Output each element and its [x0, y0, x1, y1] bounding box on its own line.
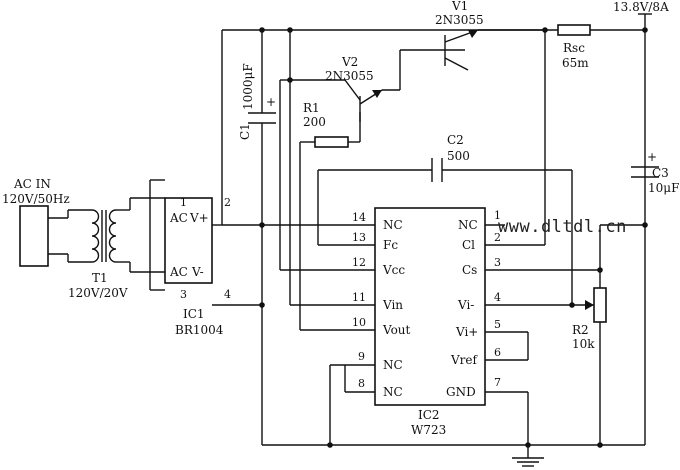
transformer-rating: 120V/20V	[68, 286, 128, 300]
transistor-v1: V1 2N3055	[435, 0, 484, 71]
ic2-pin-11-num: 11	[352, 291, 366, 304]
ic2-pin-2-name: Cl	[462, 238, 475, 252]
v1-ref: V1	[451, 0, 468, 13]
ic2-pin-8-num: 8	[358, 377, 365, 390]
r1-value: 200	[303, 115, 326, 129]
v1-part: 2N3055	[435, 13, 484, 27]
resistor-r1: R1 200	[303, 101, 349, 148]
ic2-ref: IC2	[418, 408, 440, 422]
c1-ref: C1	[238, 123, 252, 140]
output-rating: 13.8V/8A	[613, 0, 669, 14]
ic2-pin-7-name: GND	[446, 385, 476, 399]
ic2-pin-12-num: 12	[352, 256, 366, 269]
bridge-pin-vminus-label: V-	[191, 265, 204, 279]
ic2-part: W723	[411, 423, 446, 437]
rsc-ref: Rsc	[563, 41, 585, 55]
capacitor-c1: + C1 1000μF	[238, 63, 276, 140]
ac-input-label: AC IN	[13, 177, 51, 191]
ic2-pin-11-name: Vin	[382, 298, 403, 312]
r2-value: 10k	[572, 337, 595, 351]
ic2-pin-5-num: 5	[494, 318, 501, 331]
ic2-pin-10-num: 10	[352, 316, 366, 329]
ic2-pin-4-num: 4	[494, 291, 501, 304]
rsc-value: 65m	[562, 56, 589, 70]
bridge-part: BR1004	[175, 323, 224, 337]
ac-input-plug: AC IN 120V/50Hz	[2, 177, 92, 267]
c2-value: 500	[447, 149, 470, 163]
transformer-t1: T1 120V/20V	[68, 197, 165, 300]
ic2-pin-4-name: Vi-	[457, 298, 474, 312]
transistor-v2: V2 2N3055	[325, 55, 383, 122]
capacitor-c2: C2 500	[431, 133, 470, 182]
ic2-pin-14-num: 14	[352, 211, 366, 224]
bridge-pin-2: 2	[224, 196, 231, 209]
wiring	[212, 13, 652, 458]
ic2-pin-2-num: 2	[494, 231, 501, 244]
ic2-pin-13-name: Fc	[383, 238, 398, 252]
ic2-pin-1-name: NC	[458, 218, 478, 232]
v2-ref: V2	[341, 55, 358, 69]
c3-ref: C3	[652, 166, 669, 180]
junction-dots	[259, 27, 648, 448]
ic2-pin-7-num: 7	[494, 376, 501, 389]
transformer-ref: T1	[92, 271, 108, 285]
c1-value: 1000μF	[241, 63, 255, 110]
v2-part: 2N3055	[325, 69, 374, 83]
r1-ref: R1	[303, 101, 320, 115]
bridge-ref: IC1	[183, 307, 205, 321]
ic2-pin-8-name: NC	[383, 385, 403, 399]
regulator-ic2: NC Fc Vcc Vin Vout NC NC 14 13 12 11 10 …	[352, 207, 505, 437]
potentiometer-r2: R2 10k	[572, 287, 607, 351]
ic2-pin-3-name: Cs	[462, 263, 477, 277]
ic2-pin-6-name: Vref	[450, 353, 479, 367]
bridge-pin-4: 4	[224, 288, 231, 301]
resistor-rsc: Rsc 65m	[557, 24, 591, 70]
ic2-pin-5-name: Vi+	[455, 325, 478, 339]
ic2-pin-14-name: NC	[383, 218, 403, 232]
bridge-rectifier-ic1: AC AC V+ V- 1 2 3 4 IC1 BR1004	[149, 179, 231, 337]
watermark-text: www.dltdl.cn	[498, 217, 627, 237]
ac-input-rating: 120V/50Hz	[2, 192, 70, 206]
c3-polarity: +	[647, 150, 657, 164]
ic2-pin-6-num: 6	[494, 346, 501, 359]
bridge-pin-ac2-label: AC	[169, 265, 188, 279]
r2-ref: R2	[572, 323, 589, 337]
ic2-pin-1-num: 1	[494, 209, 501, 222]
ic2-pin-3-num: 3	[494, 256, 501, 269]
c3-value: 10μF	[648, 181, 679, 195]
bridge-pin-1: 1	[180, 196, 187, 209]
ic2-pin-10-name: Vout	[382, 323, 411, 337]
ground-symbol	[512, 457, 544, 467]
ic2-pin-12-name: Vcc	[382, 263, 405, 277]
ic2-pin-9-name: NC	[383, 358, 403, 372]
c2-ref: C2	[447, 133, 464, 147]
bridge-pin-ac1-label: AC	[169, 211, 188, 225]
ic2-pin-9-num: 9	[358, 350, 365, 363]
c1-polarity: +	[266, 95, 276, 109]
ic2-pin-13-num: 13	[352, 231, 366, 244]
bridge-pin-3: 3	[180, 288, 187, 301]
bridge-pin-vplus-label: V+	[189, 211, 209, 225]
capacitor-c3: + C3 10μF	[631, 150, 679, 195]
